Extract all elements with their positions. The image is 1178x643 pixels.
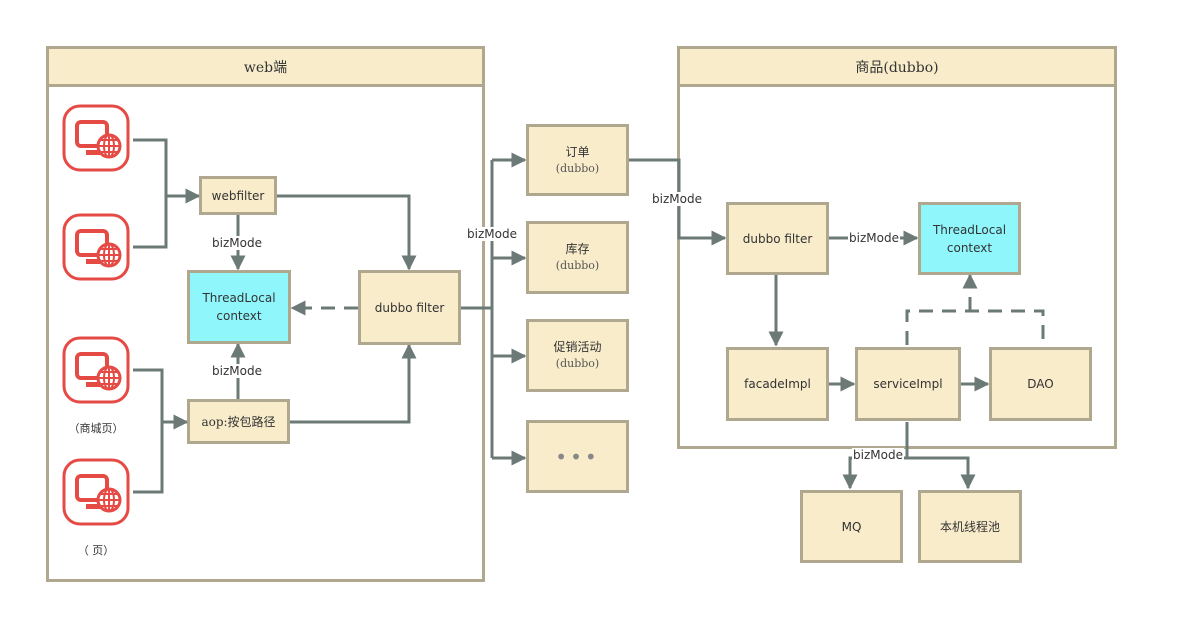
more-label: ••• [555,444,600,469]
aop-node: aop:按包路径 [187,399,290,444]
threadlocal-context-goods: ThreadLocal context [918,202,1021,275]
stock-name: 库存 [565,242,590,257]
promo-sub: (dubbo) [555,357,600,371]
client-caption-4-line2: （ 页） [77,544,115,557]
edge-webfilter-dubbofilter [277,194,417,271]
more-services-node: ••• [526,420,629,493]
client-monitor-icon-3 [62,336,130,404]
dao-node: DAO [989,347,1092,421]
bizmode-label-fanout: bizMode [466,227,518,241]
webfilter-label: webfilter [211,188,265,203]
service-label: serviceImpl [873,377,943,391]
order-sub: (dubbo) [555,161,600,175]
client-monitor-icon-4 [62,458,130,526]
goods-panel-title: 商品(dubbo) [680,49,1114,87]
threadlocal-web-line2: context [216,309,262,323]
threadlocal-web-line1: ThreadLocal [202,291,276,305]
client-caption-4: （ 页） [46,530,146,558]
threadpool-label: 本机线程池 [939,519,1000,534]
edge-client3-aop [133,368,164,422]
stock-service-node: 库存 (dubbo) [526,221,629,294]
facade-label: facadeImpl [744,377,811,391]
client-caption-3-line1 [46,408,146,422]
edge-service-threadlocal [905,309,1045,345]
stock-sub: (dubbo) [555,259,600,273]
aop-label: aop:按包路径 [201,414,276,429]
order-name: 订单 [565,144,590,159]
facade-impl-node: facadeImpl [726,347,829,421]
threadlocal-context-web: ThreadLocal context [187,270,291,344]
threadpool-node: 本机线程池 [918,490,1022,563]
threadlocal-goods-line1: ThreadLocal [932,222,1007,237]
order-service-node: 订单 (dubbo) [526,124,629,196]
mq-label: MQ [841,519,862,534]
client-caption-3: （商城页） [46,408,146,436]
promo-name: 促销活动 [553,340,602,355]
web-panel-title: web端 [49,49,482,87]
client-caption-3-line2: （商城页） [68,422,124,435]
edge-service-threadpool [907,456,976,490]
threadlocal-goods-line2: context [946,240,993,255]
bizmode-label-aop: bizMode [211,364,263,378]
client-caption-4-line1 [46,530,146,544]
bizmode-label-order: bizMode [651,192,703,206]
dubbo-filter-goods-label: dubbo filter [742,231,813,246]
edge-client2-webfilter [133,188,201,249]
edge-client1-webfilter [133,138,168,196]
client-monitor-icon-1 [62,104,130,172]
client-monitor-icon-2 [62,213,130,281]
mq-node: MQ [800,490,903,563]
webfilter-node: webfilter [199,176,277,215]
bizmode-label-webfilter: bizMode [211,236,263,250]
dubbo-filter-web-node: dubbo filter [358,270,461,345]
dubbo-filter-web-label: dubbo filter [374,300,445,315]
promo-service-node: 促销活动 (dubbo) [526,319,629,392]
edge-client4-aop [133,414,189,494]
bizmode-label-dubbo-goods: bizMode [848,231,900,245]
dubbo-filter-goods-node: dubbo filter [726,202,829,275]
edge-aop-dubbofilter [290,343,417,424]
service-impl-node: serviceImpl [855,347,961,421]
dao-label: DAO [1027,377,1054,391]
bizmode-label-service: bizMode [852,448,904,462]
